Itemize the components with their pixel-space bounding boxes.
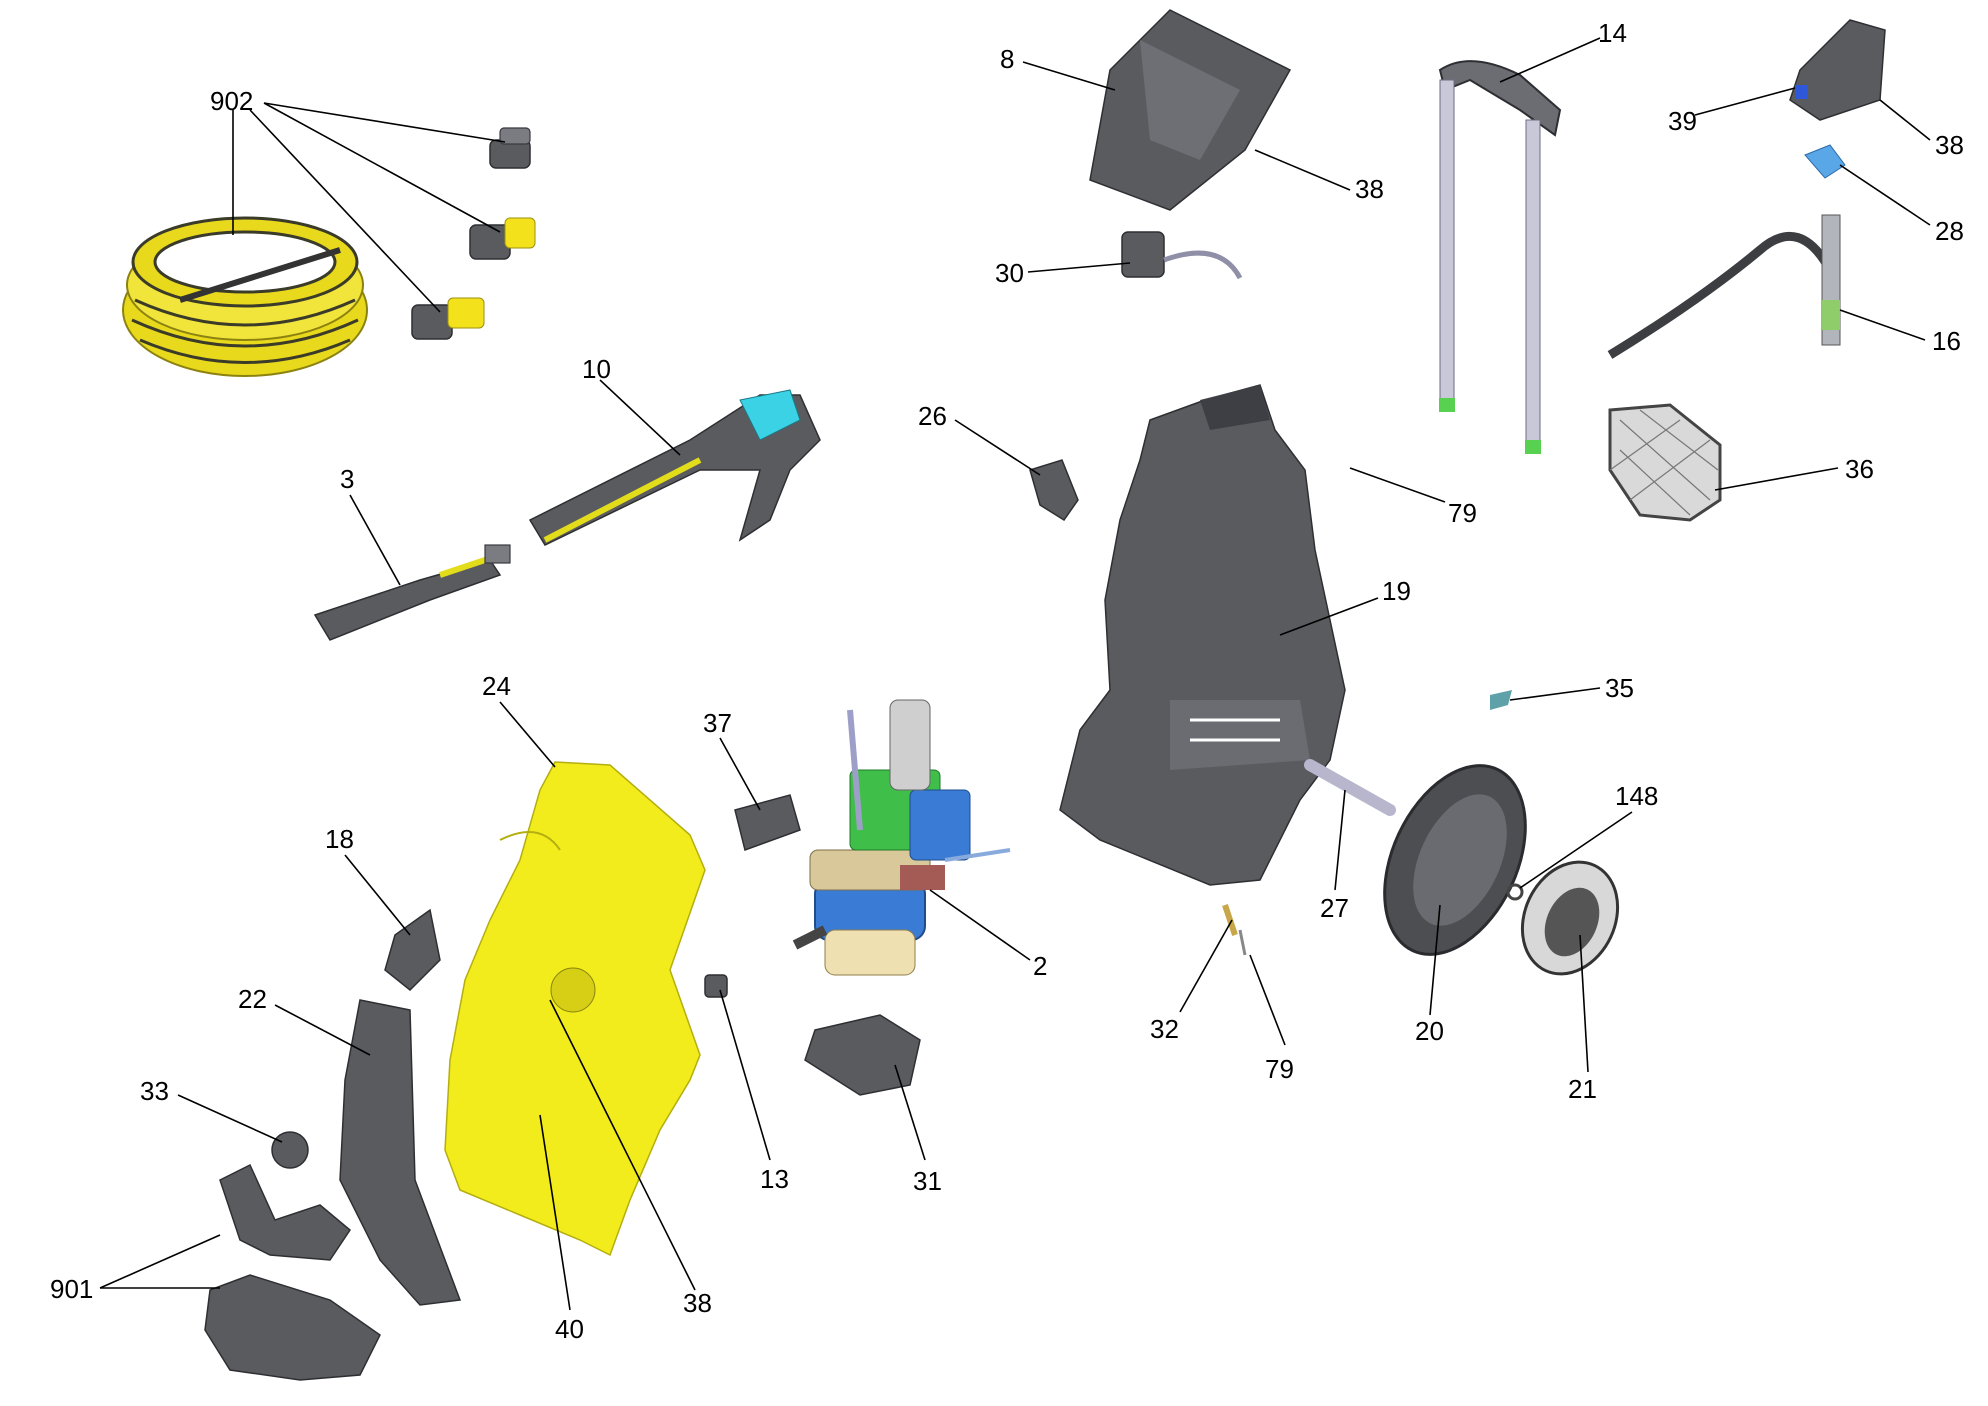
callout-27: 27	[1320, 893, 1349, 923]
side-panel	[339, 999, 462, 1306]
callout-16: 16	[1932, 326, 1961, 356]
callout-79-b: 79	[1265, 1054, 1294, 1084]
callout-3: 3	[340, 464, 354, 494]
wheel-axle	[1304, 759, 1396, 816]
callout-33: 33	[140, 1076, 169, 1106]
callout-40: 40	[555, 1314, 584, 1344]
water-inlet-connector	[1804, 144, 1846, 179]
callout-22: 22	[238, 984, 267, 1014]
bracket	[734, 794, 801, 851]
retaining-ring	[1506, 883, 1524, 901]
wheel-hub-cap	[1520, 860, 1620, 976]
pump-bottom-cover	[804, 1014, 921, 1096]
main-housing	[1059, 384, 1346, 886]
pump-motor-unit	[792, 699, 1011, 976]
callout-13: 13	[760, 1164, 789, 1194]
plug	[704, 974, 728, 998]
callout-24: 24	[482, 671, 511, 701]
hose-hook	[1789, 19, 1886, 121]
callout-38-a: 38	[1935, 130, 1964, 160]
garden-hose-coil	[122, 216, 368, 377]
callout-10: 10	[582, 354, 611, 384]
callout-30: 30	[995, 258, 1024, 288]
callout-2: 2	[1033, 951, 1047, 981]
callout-148: 148	[1615, 781, 1658, 811]
cable-hook	[1029, 459, 1079, 522]
spray-gun	[528, 389, 821, 546]
callout-20: 20	[1415, 1016, 1444, 1046]
spray-lance	[313, 544, 511, 641]
callout-19: 19	[1382, 576, 1411, 606]
hose-connector-yellow-2	[411, 297, 485, 340]
callout-36: 36	[1845, 454, 1874, 484]
callout-14: 14	[1598, 18, 1627, 48]
callout-32: 32	[1150, 1014, 1179, 1044]
filter-mesh	[1608, 403, 1722, 522]
hose-connector-yellow-1	[469, 217, 536, 260]
callout-28: 28	[1935, 216, 1964, 246]
small-label-part	[1490, 690, 1512, 710]
high-pressure-hose	[1607, 214, 1841, 359]
callout-35: 35	[1605, 673, 1634, 703]
callout-38-b: 38	[1355, 174, 1384, 204]
front-housing-yellow	[444, 761, 706, 1257]
callout-labels: 902 8 14 39 38 38 28 16 30 10 26 79 36 3…	[50, 18, 1964, 1344]
leader-lines	[99, 37, 1931, 1311]
callout-38-c: 38	[683, 1288, 712, 1318]
telescopic-handle	[1438, 60, 1562, 454]
callout-31: 31	[913, 1166, 942, 1196]
accessory-holder-bottom	[204, 1163, 381, 1381]
callout-39: 39	[1668, 106, 1697, 136]
callout-8: 8	[1000, 44, 1014, 74]
callout-18: 18	[325, 824, 354, 854]
knob	[271, 1131, 309, 1169]
hose-connector-tap	[489, 127, 531, 169]
callout-21: 21	[1568, 1074, 1597, 1104]
small-cover	[384, 908, 441, 992]
callout-26: 26	[918, 401, 947, 431]
callout-37: 37	[703, 708, 732, 738]
hose-guide	[1121, 231, 1243, 280]
screw	[1222, 904, 1247, 956]
callout-902: 902	[210, 86, 253, 116]
callout-901: 901	[50, 1274, 93, 1304]
callout-79-a: 79	[1448, 498, 1477, 528]
wheel	[1383, 764, 1527, 956]
accessory-holder-top	[1089, 9, 1292, 211]
